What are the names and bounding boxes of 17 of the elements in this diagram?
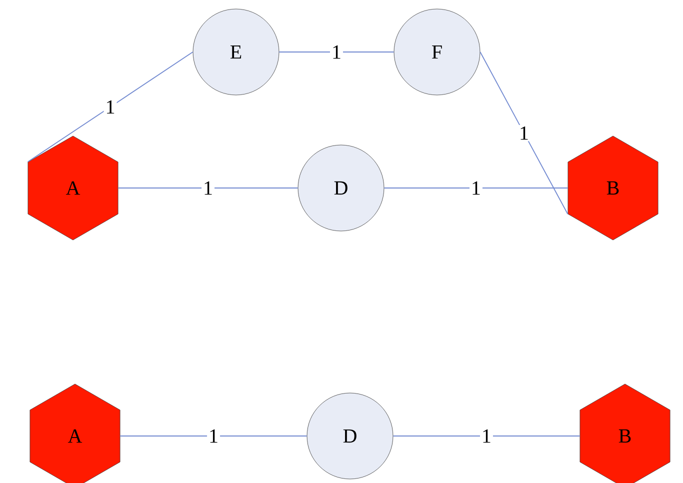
hexagon-node: B: [580, 384, 670, 483]
circle-node: D: [306, 392, 394, 480]
circle-node: D: [298, 144, 384, 232]
edge-label: 1: [104, 98, 117, 116]
hexagon-node: A: [28, 136, 118, 240]
hexagon-node: B: [568, 136, 658, 240]
edge-label: 1: [330, 44, 343, 60]
circle-node: F: [394, 8, 480, 96]
hexagon-node: A: [30, 384, 120, 483]
edge-label: 1: [207, 428, 220, 444]
edge-label: 1: [469, 180, 482, 196]
edge-label: 1: [202, 180, 215, 196]
edge-line: [480, 52, 568, 215]
edge-line: [27, 52, 194, 162]
edge-label: 1: [480, 428, 493, 444]
edge-label: 1: [517, 124, 530, 142]
circle-node: E: [192, 8, 280, 96]
